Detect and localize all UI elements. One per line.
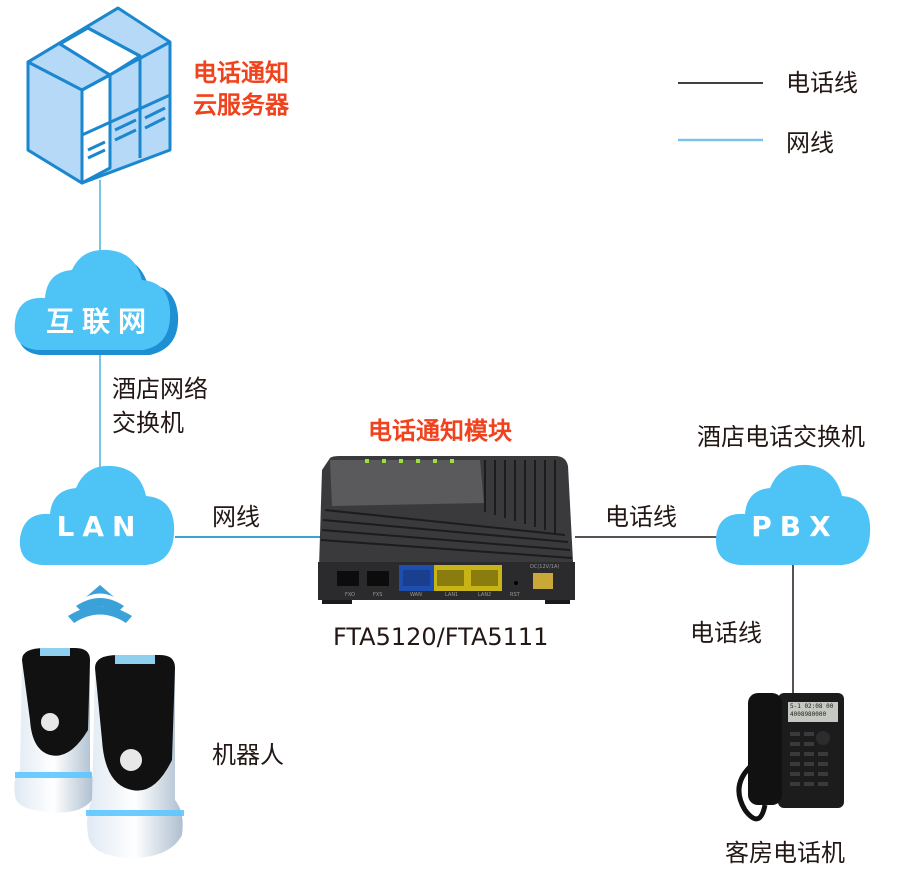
port-label-fxo: FXO xyxy=(345,592,355,598)
phone-display-line2: 4008980000 xyxy=(790,711,827,718)
module-pbx-link-label: 电话线 xyxy=(605,503,677,531)
room-phone-label: 客房电话机 xyxy=(725,839,845,867)
robot-right xyxy=(86,655,184,858)
lan2-port xyxy=(471,570,498,586)
robot-label: 机器人 xyxy=(212,741,284,769)
legend-network-line-label: 网线 xyxy=(786,129,834,157)
server-title-line1: 电话通知 xyxy=(193,59,289,87)
lan-cloud-label: LAN xyxy=(56,510,144,543)
fxs-port xyxy=(367,571,389,586)
lan1-port xyxy=(437,570,464,586)
fxo-port xyxy=(337,571,359,586)
port-label-lan1: LAN1 xyxy=(445,592,459,598)
pbx-title: 酒店电话交换机 xyxy=(697,423,865,451)
port-label-dc: DC(12V/1A) xyxy=(530,564,560,570)
port-label-fxs: FXS xyxy=(373,592,383,598)
hotel-switch-label-line1: 酒店网络 xyxy=(112,375,208,403)
robot-left xyxy=(14,648,94,813)
port-label-lan2: LAN2 xyxy=(478,592,492,598)
legend-phone-line-label: 电话线 xyxy=(786,69,858,97)
reset-button xyxy=(514,581,518,585)
port-label-wan: WAN xyxy=(410,592,422,598)
lan-module-link-label: 网线 xyxy=(212,503,260,531)
phone-display xyxy=(788,702,838,722)
wan-port xyxy=(403,570,430,586)
server-title-line2: 云服务器 xyxy=(193,91,289,119)
pbx-phone-link-label: 电话线 xyxy=(690,619,762,647)
hotel-switch-label-line2: 交换机 xyxy=(112,409,184,437)
module-model-label: FTA5120/FTA5111 xyxy=(333,623,549,651)
module-title: 电话通知模块 xyxy=(368,417,512,445)
pbx-cloud-label: PBX xyxy=(751,510,839,543)
dc-power-jack xyxy=(533,573,553,589)
status-leds xyxy=(365,459,454,463)
internet-cloud-label: 互联网 xyxy=(45,305,154,338)
phone-display-text: 5-1 02:08 00 4008980000 xyxy=(790,703,833,719)
phone-display-line1: 5-1 02:08 00 xyxy=(790,703,834,710)
port-label-rst: RST xyxy=(510,592,520,598)
